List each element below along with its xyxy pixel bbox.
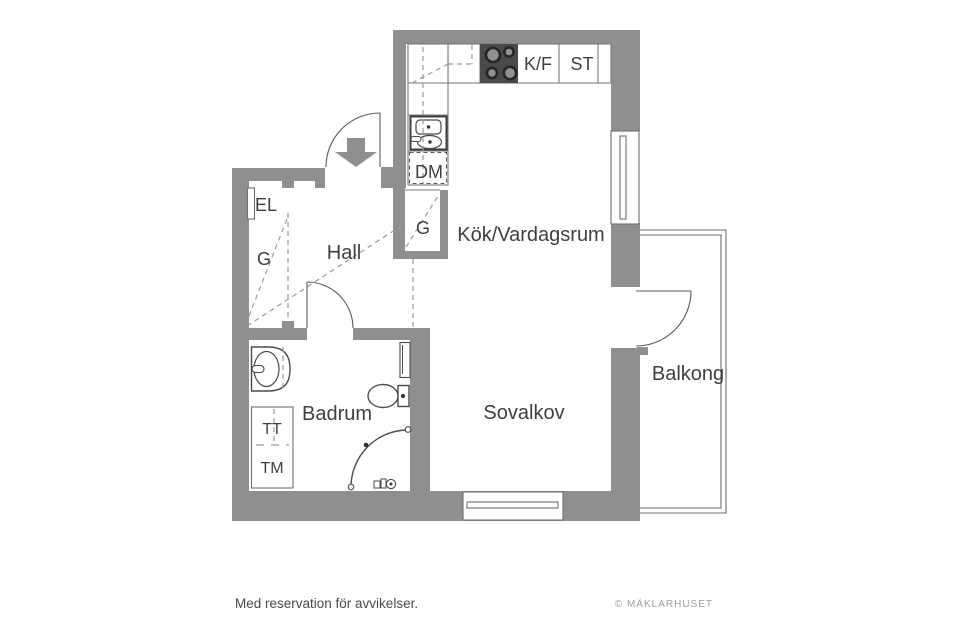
wall-bathroom-top-right — [353, 328, 412, 340]
wall-bottom — [232, 491, 640, 521]
label-sleeping-alcove: Sovalkov — [483, 402, 564, 424]
footer-copyright: © MÄKLARHUSET — [615, 598, 713, 610]
electrical-cabinet-icon — [246, 187, 256, 220]
kitchen-sink-icon — [409, 115, 448, 151]
washbasin-icon — [250, 346, 291, 392]
laundry-unit — [250, 406, 294, 489]
wall-right-upper — [611, 30, 640, 131]
dishwasher-cabinet — [408, 151, 448, 185]
stove-icon — [480, 44, 518, 83]
balcony-door-jamb — [637, 347, 648, 355]
hall-fixtures — [246, 187, 405, 327]
entry-door-jamb-left — [315, 168, 325, 188]
wall-kitchen-closet-bottom — [393, 251, 448, 259]
balcony-rail-outer — [640, 229, 727, 514]
drain-icon — [373, 478, 397, 490]
label-hall: Hall — [327, 242, 361, 264]
balcony — [640, 229, 727, 514]
tap-icon — [410, 135, 422, 143]
window-bottom-icon — [462, 491, 564, 521]
walls — [232, 30, 648, 521]
wall-bathroom-top-left — [232, 328, 307, 340]
label-wardrobe-hall: G — [257, 249, 271, 269]
balcony-door-icon — [611, 288, 692, 347]
wall-hall-kitchen-divider — [393, 181, 405, 257]
wall-kitchen-closet-right — [440, 190, 448, 259]
label-cleaning-cabinet: ST — [570, 54, 593, 74]
bathroom-fixtures — [250, 341, 412, 491]
wall-hall-top — [232, 168, 325, 181]
label-fridge-freezer: K/F — [524, 54, 552, 74]
entry-arrow-icon — [335, 138, 377, 167]
wall-kitchen-left — [393, 30, 406, 167]
openings — [306, 112, 692, 521]
footer-disclaimer: Med reservation för avvikelser. — [235, 596, 418, 611]
label-wardrobe-kitchen: G — [416, 218, 430, 238]
label-electrical: EL — [255, 195, 277, 215]
wall-bathroom-east — [410, 328, 430, 491]
label-balcony: Balkong — [652, 363, 724, 385]
toilet-icon — [367, 383, 410, 409]
wall-right-mid — [611, 223, 640, 287]
wall-top — [393, 30, 640, 44]
bathroom-door-icon — [306, 281, 354, 329]
label-dishwasher: DM — [415, 162, 443, 182]
label-bathroom: Badrum — [302, 403, 372, 425]
balcony-rail-inner — [640, 234, 722, 509]
kitchen-fixtures — [405, 43, 612, 330]
shower-icon — [347, 426, 412, 491]
label-washing-machine: TM — [260, 460, 283, 477]
footer: Med reservation för avvikelser. © MÄKLAR… — [235, 596, 713, 611]
labels: Hall Kök/Vardagsrum Badrum Sovalkov Balk… — [255, 54, 724, 477]
entry-door-icon — [325, 112, 381, 168]
label-kitchen-living: Kök/Vardagsrum — [457, 224, 604, 246]
window-right-icon — [610, 130, 640, 225]
label-tumble-dryer: TT — [262, 421, 282, 438]
bathroom-shelf-icon — [399, 341, 411, 379]
hall-pilaster-top — [282, 181, 294, 188]
wall-right-lower — [611, 348, 640, 491]
